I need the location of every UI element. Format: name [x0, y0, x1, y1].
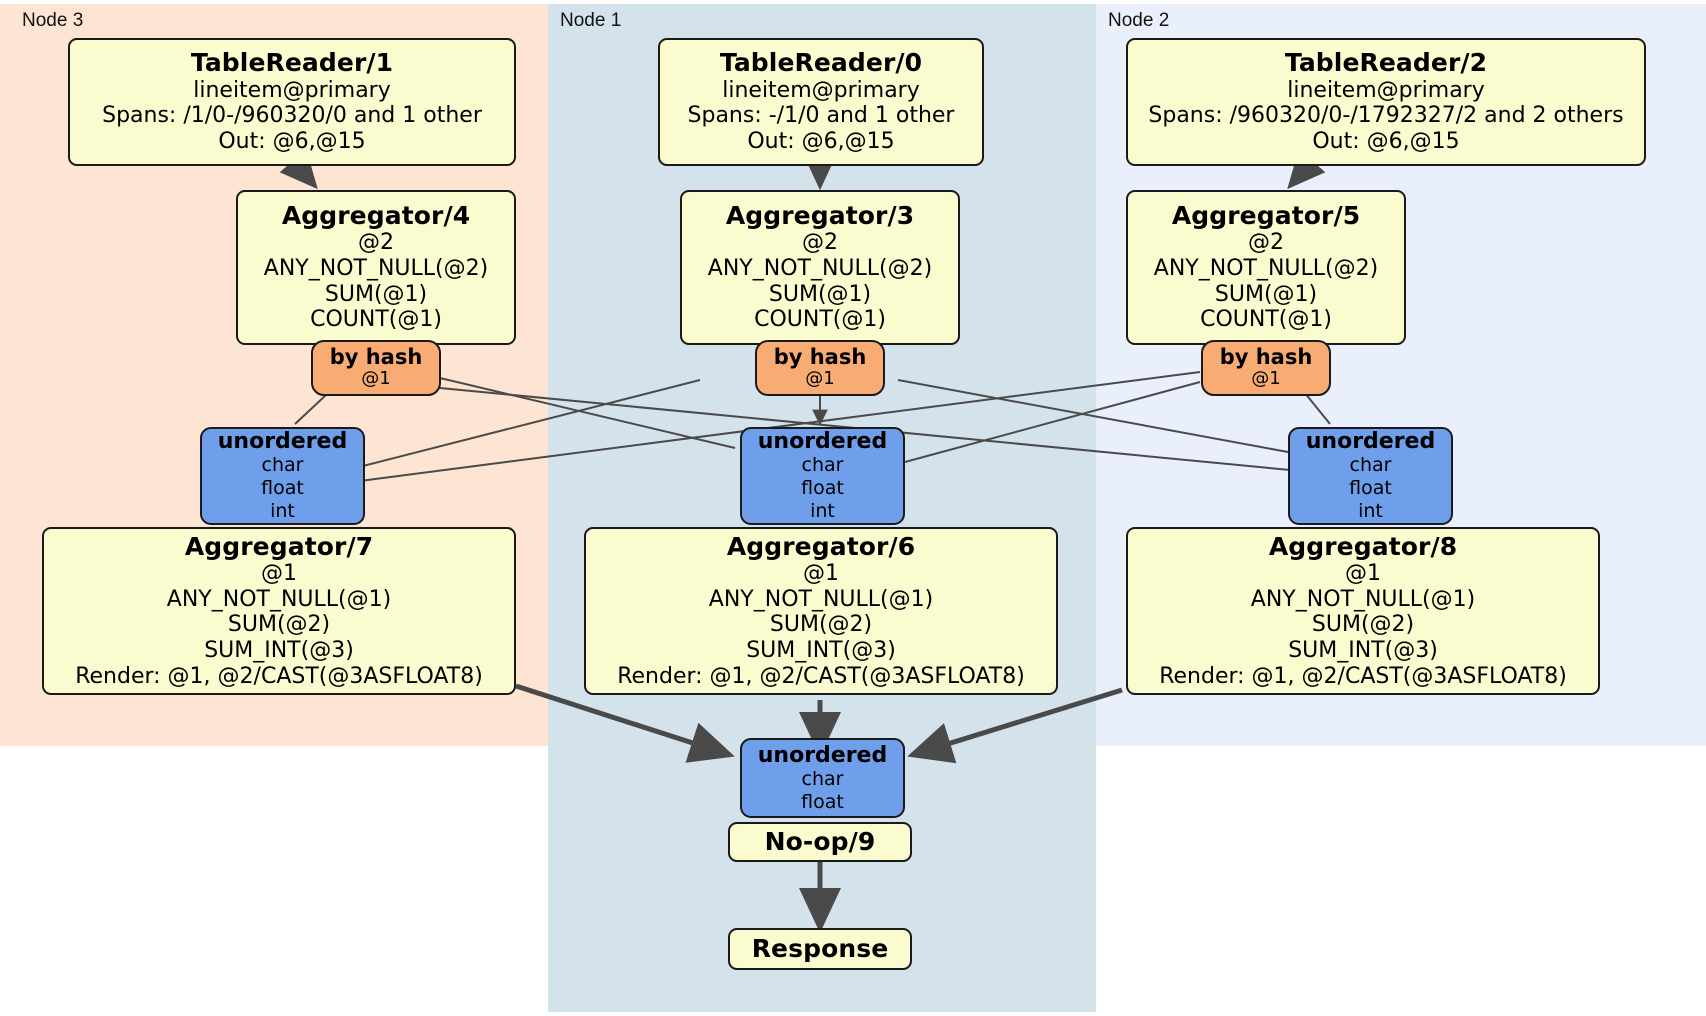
processor-agg-fn-1: ANY_NOT_NULL(@2)	[1153, 255, 1379, 281]
node-label-node1: Node 1	[560, 10, 622, 31]
processor-agg-fn-3: COUNT(@1)	[754, 307, 886, 333]
processor-out: Out: @6,@15	[747, 128, 895, 154]
sync-title: unordered	[757, 742, 888, 768]
sync-type-int: int	[270, 499, 295, 522]
sync-title: unordered	[1305, 429, 1436, 455]
processor-title: Aggregator/3	[725, 200, 915, 230]
sync-type-char: char	[1349, 454, 1392, 477]
processor-aggregator-3[interactable]: Aggregator/3 @2 ANY_NOT_NULL(@2) SUM(@1)…	[680, 190, 960, 345]
node-label-node2: Node 2	[1108, 10, 1170, 31]
processor-title: Response	[751, 933, 889, 963]
sync-title: unordered	[217, 429, 348, 455]
processor-agg-fn-2: SUM(@2)	[227, 612, 331, 638]
processor-agg-fn-1: ANY_NOT_NULL(@1)	[1250, 586, 1476, 612]
sync-type-float: float	[261, 477, 304, 500]
processor-table: lineitem@primary	[722, 77, 920, 103]
node-label-node3: Node 3	[22, 10, 84, 31]
processor-agg-fn-1: ANY_NOT_NULL(@2)	[263, 255, 489, 281]
processor-aggregator-5[interactable]: Aggregator/5 @2 ANY_NOT_NULL(@2) SUM(@1)…	[1126, 190, 1406, 345]
processor-agg-fn-2: SUM(@2)	[1311, 612, 1415, 638]
output-router-hash-center[interactable]: by hash @1	[755, 340, 885, 396]
processor-group: @1	[1345, 560, 1381, 586]
router-column: @1	[361, 368, 391, 390]
output-router-hash-right[interactable]: by hash @1	[1201, 340, 1331, 396]
processor-table: lineitem@primary	[1287, 77, 1485, 103]
processor-render: Render: @1, @2/CAST(@3ASFLOAT8)	[1159, 663, 1567, 689]
router-title: by hash	[1219, 345, 1313, 370]
input-sync-unordered-left[interactable]: unordered char float int	[200, 427, 365, 525]
input-sync-unordered-right[interactable]: unordered char float int	[1288, 427, 1453, 525]
sync-type-char: char	[801, 454, 844, 477]
processor-agg-fn-3: COUNT(@1)	[1200, 307, 1332, 333]
processor-agg-fn-2: SUM(@1)	[324, 281, 428, 307]
processor-title: Aggregator/7	[184, 531, 374, 561]
processor-group: @1	[261, 560, 297, 586]
sync-type-float: float	[801, 790, 844, 813]
processor-agg-fn-1: ANY_NOT_NULL(@2)	[707, 255, 933, 281]
input-sync-unordered-center[interactable]: unordered char float int	[740, 427, 905, 525]
processor-table: lineitem@primary	[193, 77, 391, 103]
processor-agg-fn-2: SUM(@2)	[769, 612, 873, 638]
processor-title: Aggregator/6	[726, 531, 916, 561]
router-title: by hash	[329, 345, 423, 370]
processor-title: Aggregator/8	[1268, 531, 1458, 561]
processor-agg-fn-3: SUM_INT(@3)	[204, 637, 354, 663]
processor-noop-9[interactable]: No-op/9	[728, 822, 912, 862]
sync-type-char: char	[261, 454, 304, 477]
processor-agg-fn-1: ANY_NOT_NULL(@1)	[708, 586, 934, 612]
processor-title: TableReader/1	[190, 48, 394, 78]
sync-type-int: int	[810, 499, 835, 522]
processor-spans: Spans: /1/0-/960320/0 and 1 other	[102, 103, 482, 129]
processor-table-reader-2[interactable]: TableReader/2 lineitem@primary Spans: /9…	[1126, 38, 1646, 166]
processor-agg-fn-3: COUNT(@1)	[310, 307, 442, 333]
processor-table-reader-1[interactable]: TableReader/1 lineitem@primary Spans: /1…	[68, 38, 516, 166]
processor-spans: Spans: /960320/0-/1792327/2 and 2 others	[1148, 103, 1624, 129]
sync-type-char: char	[801, 767, 844, 790]
processor-agg-fn-3: SUM_INT(@3)	[1288, 637, 1438, 663]
processor-aggregator-6[interactable]: Aggregator/6 @1 ANY_NOT_NULL(@1) SUM(@2)…	[584, 527, 1058, 695]
processor-spans: Spans: -/1/0 and 1 other	[687, 103, 955, 129]
processor-response[interactable]: Response	[728, 928, 912, 970]
router-title: by hash	[773, 345, 867, 370]
router-column: @1	[805, 368, 835, 390]
processor-table-reader-0[interactable]: TableReader/0 lineitem@primary Spans: -/…	[658, 38, 984, 166]
processor-out: Out: @6,@15	[218, 128, 366, 154]
output-router-hash-left[interactable]: by hash @1	[311, 340, 441, 396]
processor-out: Out: @6,@15	[1312, 128, 1460, 154]
processor-render: Render: @1, @2/CAST(@3ASFLOAT8)	[75, 663, 483, 689]
processor-agg-fn-2: SUM(@1)	[1214, 281, 1318, 307]
processor-agg-fn-1: ANY_NOT_NULL(@1)	[166, 586, 392, 612]
processor-agg-fn-3: SUM_INT(@3)	[746, 637, 896, 663]
input-sync-unordered-final[interactable]: unordered char float	[740, 738, 905, 818]
processor-group: @2	[802, 230, 838, 256]
processor-title: No-op/9	[764, 826, 876, 856]
processor-title: Aggregator/5	[1171, 200, 1361, 230]
processor-group: @2	[358, 230, 394, 256]
processor-group: @1	[803, 560, 839, 586]
router-column: @1	[1251, 368, 1281, 390]
sync-type-float: float	[1349, 477, 1392, 500]
processor-render: Render: @1, @2/CAST(@3ASFLOAT8)	[617, 663, 1025, 689]
sync-type-float: float	[801, 477, 844, 500]
sync-title: unordered	[757, 429, 888, 455]
sync-type-int: int	[1358, 499, 1383, 522]
processor-aggregator-7[interactable]: Aggregator/7 @1 ANY_NOT_NULL(@1) SUM(@2)…	[42, 527, 516, 695]
processor-group: @2	[1248, 230, 1284, 256]
processor-title: Aggregator/4	[281, 200, 471, 230]
processor-title: TableReader/0	[719, 48, 923, 78]
processor-aggregator-8[interactable]: Aggregator/8 @1 ANY_NOT_NULL(@1) SUM(@2)…	[1126, 527, 1600, 695]
processor-aggregator-4[interactable]: Aggregator/4 @2 ANY_NOT_NULL(@2) SUM(@1)…	[236, 190, 516, 345]
processor-agg-fn-2: SUM(@1)	[768, 281, 872, 307]
processor-title: TableReader/2	[1284, 48, 1488, 78]
